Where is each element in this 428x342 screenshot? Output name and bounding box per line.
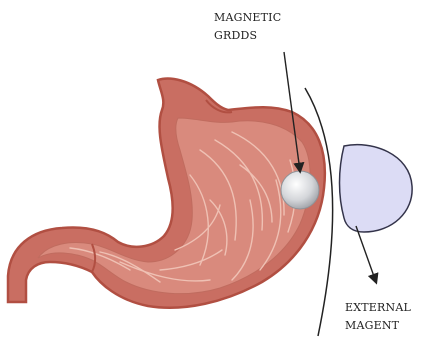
magnetic-label-line1: MAGNETIC	[214, 9, 281, 27]
magnet-pointer-arrow	[356, 226, 376, 282]
external-label-line1: EXTERNAL	[345, 299, 411, 317]
external-magnet-icon	[340, 145, 413, 232]
stomach	[8, 79, 325, 308]
external-magnet-label: EXTERNAL MAGENT	[345, 299, 411, 335]
magnetic-capsule-icon	[281, 171, 319, 209]
magnetic-capsule-label: MAGNETIC GRDDS	[214, 9, 281, 45]
magnetic-label-line2: GRDDS	[214, 27, 281, 45]
external-label-line2: MAGENT	[345, 317, 411, 335]
